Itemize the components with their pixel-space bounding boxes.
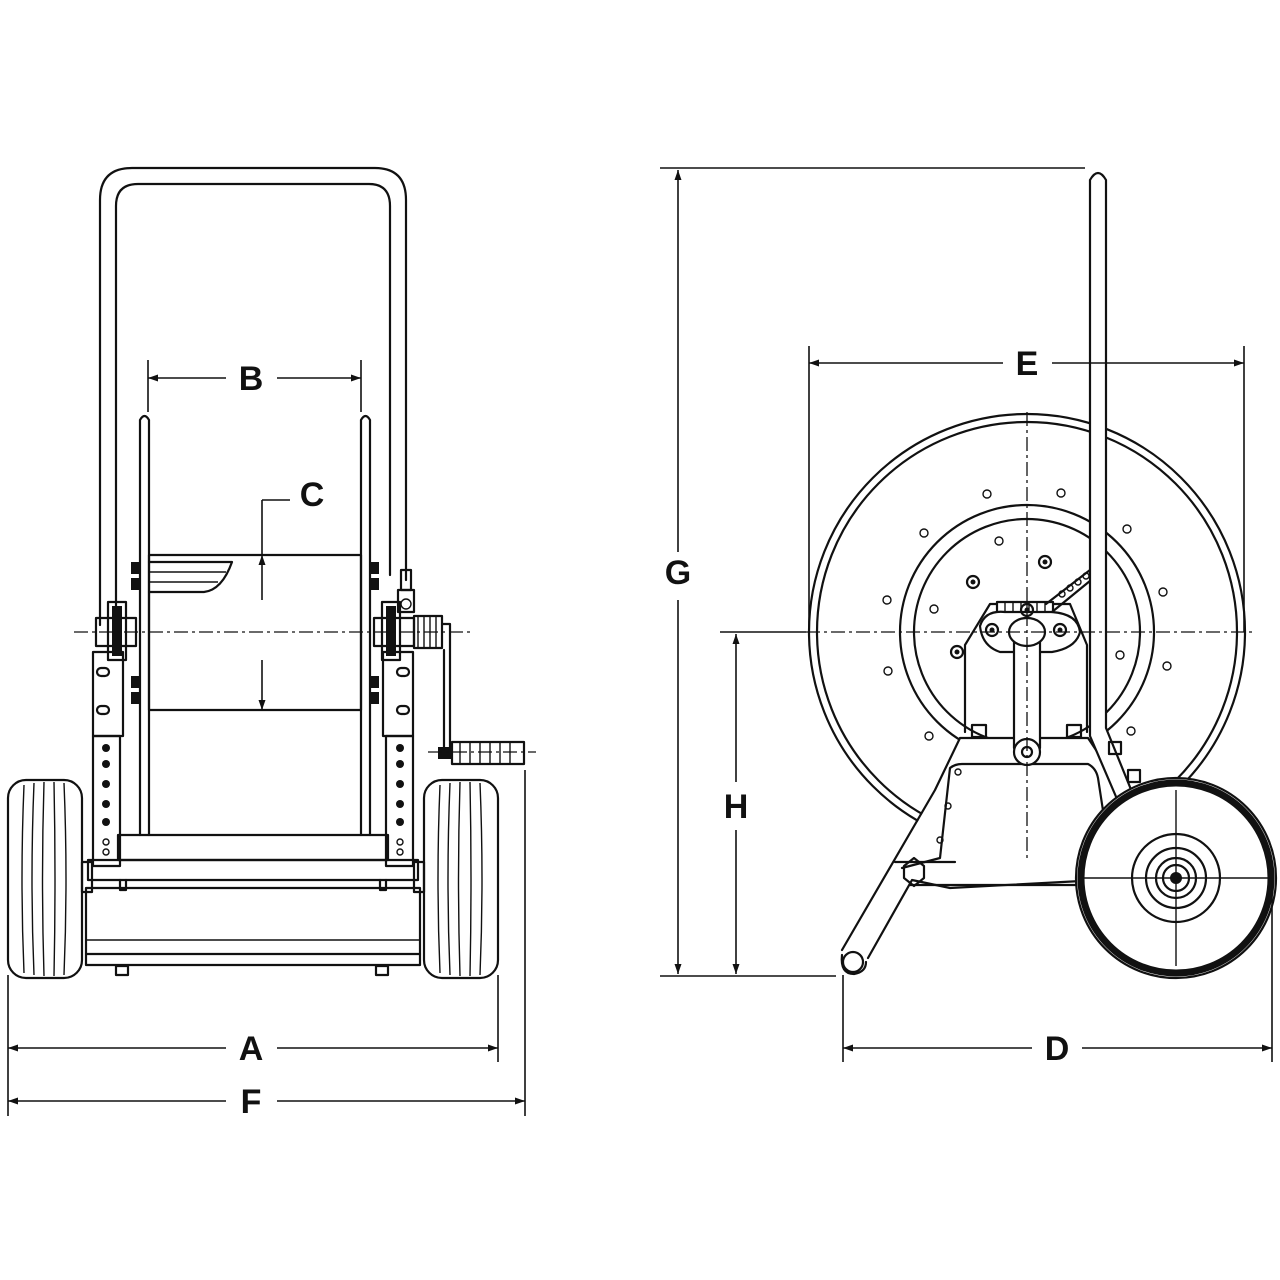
side-wheel: [1074, 776, 1278, 980]
front-view: [6, 166, 536, 980]
dimension-label-d: D: [1045, 1030, 1070, 1068]
front-left-wheel: [6, 778, 84, 980]
front-dimensions: B C A F: [7, 360, 526, 1121]
dimension-label-a: A: [239, 1030, 264, 1068]
crank-handle: [412, 614, 526, 766]
front-handle: [98, 166, 408, 627]
side-dimensions: G H E D: [660, 167, 1273, 1068]
dimension-label-e: E: [1016, 345, 1039, 383]
side-base-frame: [840, 723, 1130, 976]
side-plates: [91, 650, 415, 868]
side-view: [806, 171, 1278, 980]
front-base-frame: [80, 833, 426, 977]
dimension-label-h: H: [724, 788, 749, 826]
bearing-hubs: [94, 600, 416, 662]
brake-knob: [396, 568, 416, 614]
side-handle: [1088, 171, 1142, 808]
dimension-label-f: F: [241, 1083, 262, 1121]
reel-side-rods: [138, 414, 372, 837]
front-right-wheel: [422, 778, 500, 980]
dimension-label-b: B: [239, 360, 264, 398]
dimension-label-g: G: [665, 554, 691, 592]
dimension-label-c: C: [300, 476, 325, 514]
